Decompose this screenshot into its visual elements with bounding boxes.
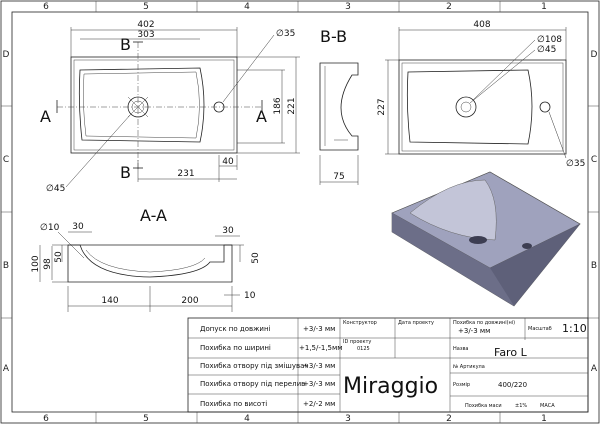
tb-mass-tol-label: Похибка маси: [465, 403, 502, 409]
dim-inner-width: 303: [137, 30, 154, 40]
top-view-outline: [70, 56, 238, 154]
grid-row-label: D: [3, 50, 10, 60]
grid-col-label: 2: [446, 414, 452, 424]
grid-col-label: 1: [541, 2, 547, 12]
dim-width: 402: [137, 20, 154, 30]
dim-outer-height: 221: [287, 97, 297, 114]
section-aa: A-A 100 98 50 50 30 30 ∅10 140 200 10: [31, 206, 261, 312]
tap-hole: [522, 243, 532, 249]
drain-hole: [469, 236, 487, 244]
tb-tolerance-label: Похибка по довжині(ні): [453, 320, 515, 326]
grid-row-label: A: [3, 364, 10, 374]
tb-scale-label: Масштаб: [528, 326, 552, 332]
grid-col-label: 6: [43, 414, 49, 424]
tb-row-label: Похибка отвору під змішувач: [200, 362, 309, 370]
dim-tap-offset: 40: [222, 157, 234, 167]
top-view: 402 303 186 221 231 40 ∅45 ∅35 B B A A: [40, 20, 300, 194]
dim-w200: 200: [181, 296, 198, 306]
grid-col-label: 3: [345, 414, 351, 424]
section-bb: B-B 75: [319, 27, 359, 185]
section-mark-a: A: [256, 107, 267, 126]
tb-size-label: Розмір: [453, 382, 470, 388]
dim-dia-35: ∅35: [566, 159, 585, 169]
tb-name-label: Назва: [453, 346, 469, 352]
tb-row-value: +2/-2 мм: [303, 400, 335, 408]
title-block: Допуск по довжині +3/-3 мм Похибка по ши…: [187, 317, 589, 413]
basin-bowl: [78, 67, 205, 143]
tb-project-id-label: ID проекту: [343, 339, 371, 345]
tb-row-label: Похибка отвору під перелив: [200, 380, 305, 388]
tb-mass-tol: ±1%: [515, 403, 527, 409]
grid-row-label: C: [3, 155, 9, 165]
section-mark-a: A: [40, 107, 51, 126]
dim-t30-left: 30: [72, 222, 84, 232]
tb-article-label: № Артикула: [453, 364, 485, 370]
tb-tolerance-value: +3/-3 мм: [458, 327, 490, 335]
section-mark-b: B: [120, 35, 131, 54]
dim-h98: 98: [43, 258, 53, 270]
grid-col-label: 2: [446, 2, 452, 12]
right-view-outline: [398, 59, 567, 155]
tb-row-value: +3/-3 мм: [303, 362, 335, 370]
dim-h50-right: 50: [251, 252, 261, 264]
dim-width: 408: [473, 20, 490, 30]
tb-project-id: 0125: [357, 346, 370, 352]
grid-col-label: 5: [143, 414, 149, 424]
tb-product-name: Faro L: [494, 346, 528, 359]
drain-hole: [455, 96, 477, 118]
section-bb-profile: [319, 62, 359, 151]
grid-row-label: D: [591, 50, 598, 60]
dim-drain-diameter: ∅45: [46, 184, 65, 194]
basin-3d-render: [391, 171, 581, 307]
grid-col-label: 4: [244, 414, 250, 424]
tb-mass-label: МАСА: [540, 403, 555, 409]
tb-row-label: Похибка по висоті: [200, 400, 267, 408]
section-aa-title: A-A: [140, 206, 167, 225]
grid-col-label: 3: [345, 2, 351, 12]
grid-col-label: 5: [143, 2, 149, 12]
tb-row-value: +3/-3 мм: [303, 325, 335, 333]
grid-col-label: 4: [244, 2, 250, 12]
tb-date-label: Дата проекту: [398, 320, 434, 326]
tb-row-label: Похибка по ширині: [200, 344, 271, 352]
grid-row-label: B: [591, 261, 597, 271]
tb-row-value: +3/-3 мм: [303, 380, 335, 388]
dim-tap-diameter: ∅35: [276, 29, 295, 39]
dim-h50-left: 50: [54, 251, 64, 263]
dim-t30-right: 30: [222, 226, 234, 236]
dim-drain-position: 231: [177, 169, 194, 179]
dim-inner-height: 186: [273, 97, 283, 114]
tb-row-label: Допуск по довжині: [200, 325, 271, 333]
dim-w140: 140: [101, 296, 118, 306]
dim-radius: ∅10: [40, 223, 60, 233]
grid-col-label: 6: [43, 2, 49, 12]
tap-hole: [539, 101, 551, 113]
dim-height: 227: [377, 98, 387, 115]
dim-w10: 10: [244, 291, 256, 301]
grid-row-label: A: [591, 364, 598, 374]
section-mark-b: B: [120, 163, 131, 182]
section-aa-profile: [67, 244, 233, 283]
dim-depth: 75: [333, 172, 344, 182]
tb-size: 400/220: [498, 381, 527, 389]
grid-row-label: C: [591, 155, 597, 165]
tb-row-value: +1,5/-1,5мм: [299, 344, 343, 352]
section-bb-title: B-B: [320, 27, 347, 46]
tb-brand-logo: Miraggio: [343, 374, 438, 399]
dim-dia-108: ∅108: [537, 35, 562, 45]
right-top-view: 408 227 ∅108 ∅45 ∅35: [377, 20, 585, 169]
grid-row-label: B: [3, 261, 9, 271]
tb-scale: 1:10: [562, 322, 587, 335]
grid-col-label: 1: [541, 414, 547, 424]
tb-designer-label: Конструктор: [343, 320, 377, 326]
dim-dia-45: ∅45: [537, 45, 556, 55]
dim-h100: 100: [31, 255, 41, 272]
